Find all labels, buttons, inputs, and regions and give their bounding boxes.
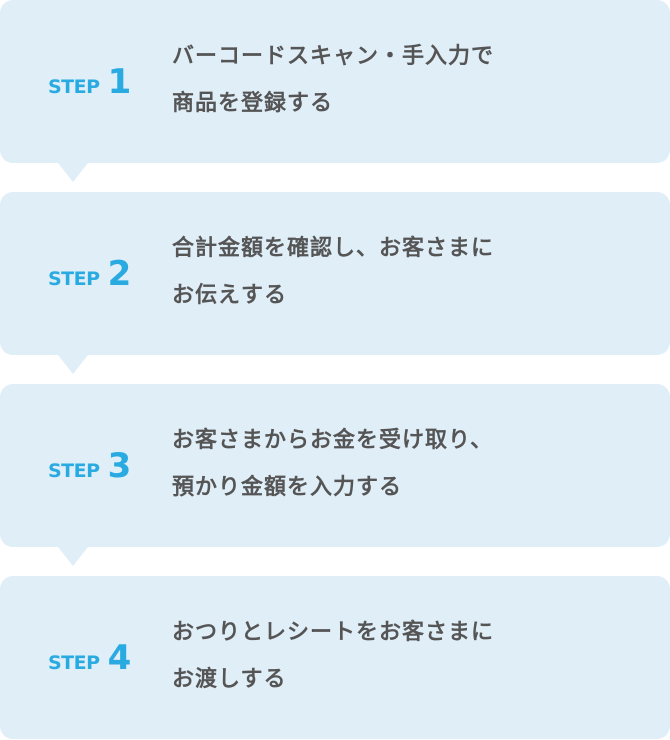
- step-number: 3: [107, 446, 132, 486]
- step-3-card: STEP 3 お客さまからお金を受け取り、預かり金額を入力する: [0, 384, 670, 566]
- description-line: 合計金額を確認し、お客さまに: [172, 236, 495, 261]
- step-number: 1: [107, 62, 132, 102]
- description-line: お伝えする: [172, 283, 288, 308]
- step-2-card: STEP 2 合計金額を確認し、お客さまにお伝えする: [0, 192, 670, 374]
- step-4-card: STEP 4 おつりとレシートをお客さまにお渡しする: [0, 576, 670, 739]
- step-4-label: STEP 4: [48, 638, 131, 678]
- step-word: STEP: [48, 76, 100, 98]
- step-2-description: 合計金額を確認し、お客さまにお伝えする: [172, 225, 494, 319]
- description-line: お客さまからお金を受け取り、: [172, 428, 494, 453]
- description-line: おつりとレシートをお客さまに: [172, 620, 495, 645]
- description-line: 預かり金額を入力する: [172, 475, 403, 500]
- step-3-description: お客さまからお金を受け取り、預かり金額を入力する: [172, 417, 493, 511]
- step-1-card: STEP 1 バーコードスキャン・手入力で商品を登録する: [0, 0, 670, 182]
- step-number: 2: [107, 254, 132, 294]
- step-3-label: STEP 3: [48, 446, 131, 486]
- step-word: STEP: [48, 268, 100, 290]
- step-1-label: STEP 1: [48, 62, 131, 102]
- step-word: STEP: [48, 460, 100, 482]
- step-number: 4: [107, 638, 132, 678]
- step-1-description: バーコードスキャン・手入力で商品を登録する: [172, 33, 494, 127]
- step-4-description: おつりとレシートをお客さまにお渡しする: [172, 609, 494, 703]
- description-line: お渡しする: [172, 667, 287, 692]
- step-word: STEP: [48, 652, 100, 674]
- step-2-label: STEP 2: [48, 254, 131, 294]
- description-line: バーコードスキャン・手入力で: [172, 44, 495, 69]
- description-line: 商品を登録する: [172, 91, 334, 116]
